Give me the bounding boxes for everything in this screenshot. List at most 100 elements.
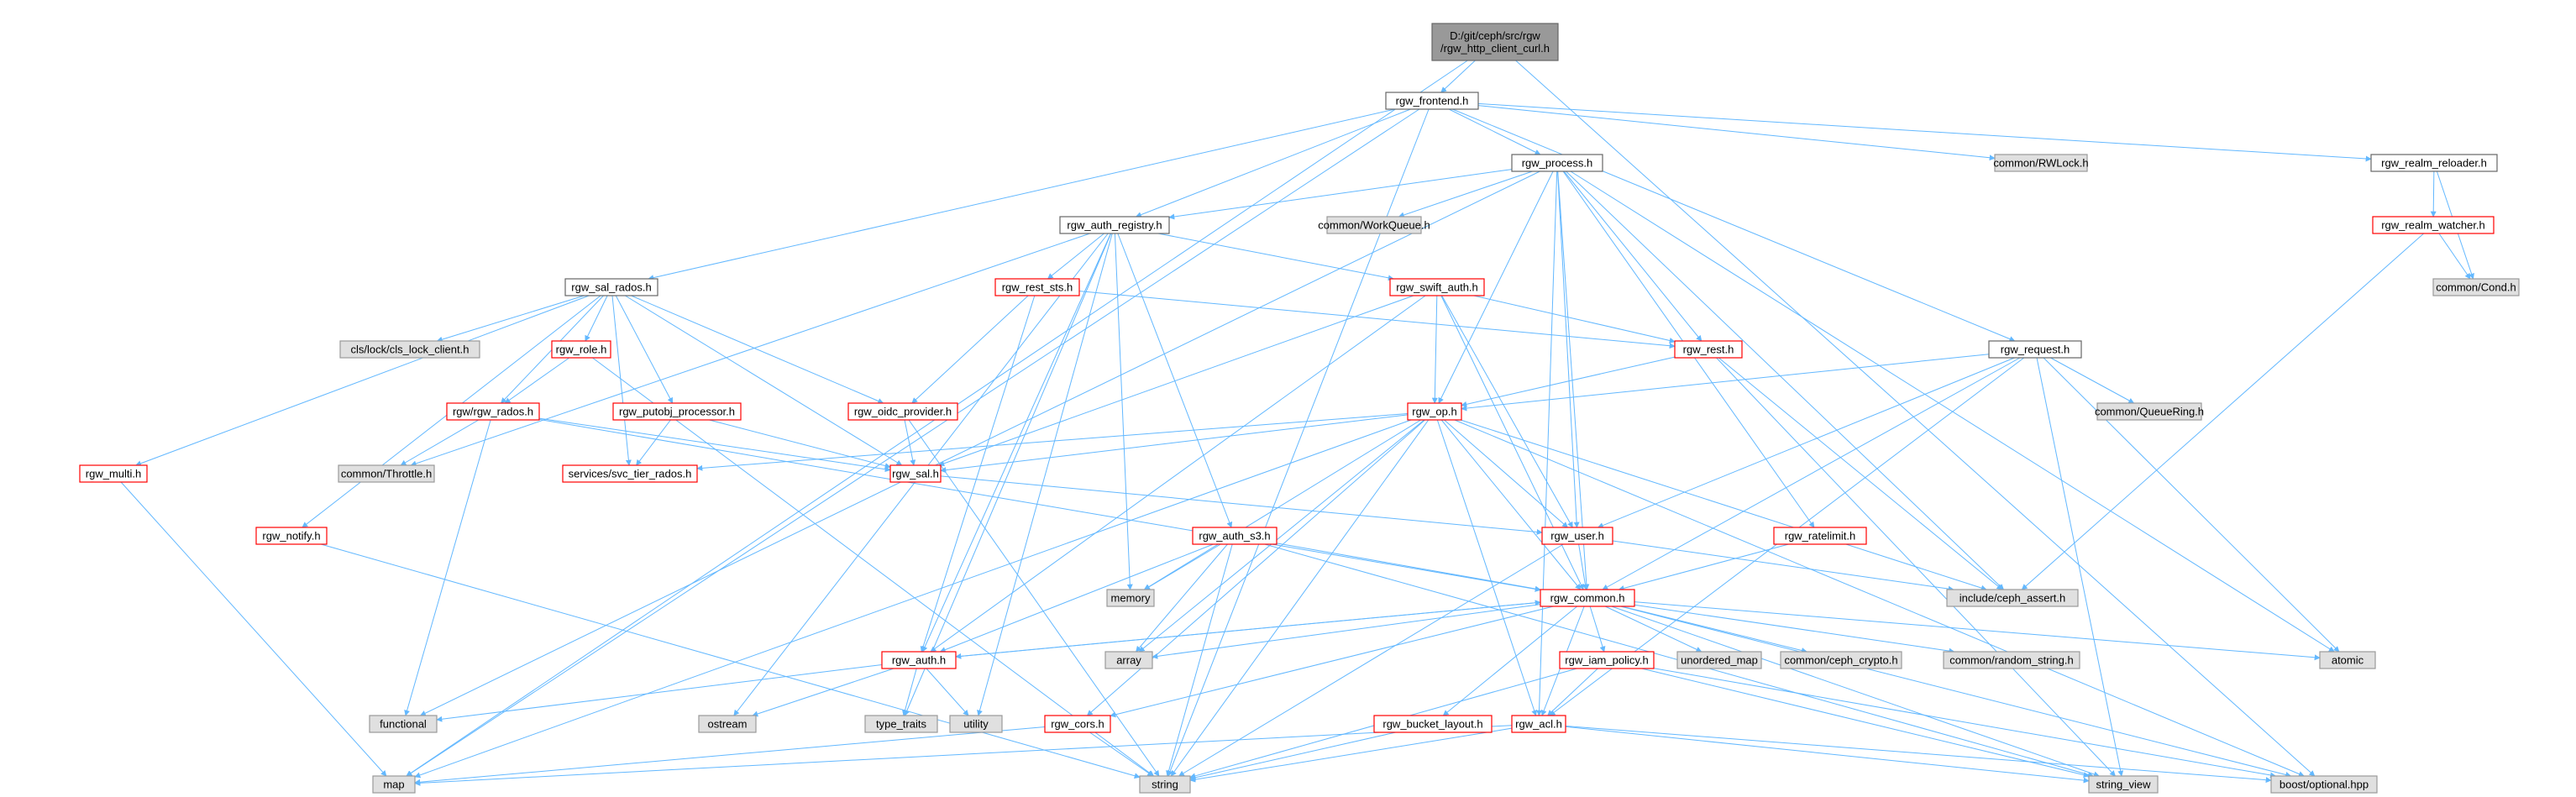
node-box <box>369 715 438 733</box>
node-label: services/svc_tier_rados.h <box>569 468 692 480</box>
node-workqueue[interactable]: common/WorkQueue.h <box>1318 216 1430 234</box>
edge-request-to-op <box>1461 354 1990 412</box>
edge-op-to-array <box>1138 419 1425 653</box>
node-bucket-layout[interactable]: rgw_bucket_layout.h <box>1373 715 1493 733</box>
node-iam-policy[interactable]: rgw_iam_policy.h <box>1559 651 1655 669</box>
node-rados[interactable]: rgw/rgw_rados.h <box>446 402 540 421</box>
node-frontend[interactable]: rgw_frontend.h <box>1385 92 1479 110</box>
node-ceph-crypto[interactable]: common/ceph_crypto.h <box>1780 651 1902 669</box>
edge-rest_sts-to-oidc <box>911 295 1029 404</box>
node-multi[interactable]: rgw_multi.h <box>79 464 148 483</box>
node-label: rgw_frontend.h <box>1396 95 1469 107</box>
node-rest[interactable]: rgw_rest.h <box>1674 340 1743 359</box>
edge-swift_auth-to-user <box>1441 295 1573 528</box>
node-label: rgw_iam_policy.h <box>1565 654 1648 667</box>
node-root[interactable]: D:/git/ceph/src/rgw/rgw_http_client_curl… <box>1431 23 1559 61</box>
node-label: D:/git/ceph/src/rgw <box>1450 29 1540 42</box>
edge-request-to-user <box>1597 357 2015 528</box>
node-optional[interactable]: boost/optional.hpp <box>2270 775 2378 794</box>
node-cors[interactable]: rgw_cors.h <box>1044 715 1111 733</box>
node-rwlock[interactable]: common/RWLock.h <box>1993 154 2089 172</box>
node-ostream[interactable]: ostream <box>698 715 757 733</box>
node-request[interactable]: rgw_request.h <box>1988 340 2082 359</box>
node-box <box>1389 278 1485 296</box>
node-box <box>1511 715 1566 733</box>
edge-frontend-to-map <box>406 108 1420 777</box>
node-op[interactable]: rgw_op.h <box>1407 402 1462 421</box>
node-swift-auth[interactable]: rgw_swift_auth.h <box>1389 278 1485 296</box>
edge-auth_registry-to-type_traits <box>904 233 1112 716</box>
node-cls-lock[interactable]: cls/lock/cls_lock_client.h <box>339 340 480 359</box>
edge-frontend-to-process <box>1448 108 1541 155</box>
node-box <box>2270 775 2378 794</box>
node-label: common/WorkQueue.h <box>1318 219 1430 232</box>
edge-sal_rados-to-role <box>585 295 608 342</box>
edge-op-to-user <box>1444 419 1569 528</box>
node-label: common/QueueRing.h <box>2095 406 2204 418</box>
node-functional[interactable]: functional <box>369 715 438 733</box>
node-label: type_traits <box>876 718 926 731</box>
node-process[interactable]: rgw_process.h <box>1511 154 1603 172</box>
edge-rados-to-functional <box>404 419 491 716</box>
node-acl[interactable]: rgw_acl.h <box>1511 715 1566 733</box>
edge-ratelimit-to-common <box>1618 543 1789 591</box>
node-auth-registry[interactable]: rgw_auth_registry.h <box>1059 216 1170 234</box>
node-label: rgw_oidc_provider.h <box>854 406 952 418</box>
node-map[interactable]: map <box>372 775 416 794</box>
node-box <box>847 402 958 421</box>
edge-swift_auth-to-sal <box>938 295 1414 467</box>
node-role[interactable]: rgw_role.h <box>551 340 611 359</box>
edge-putobj-to-sal <box>709 419 891 469</box>
node-label: rgw_bucket_layout.h <box>1382 718 1482 731</box>
edge-iam_policy-to-acl <box>1547 668 1598 716</box>
node-label: rgw_auth_registry.h <box>1067 219 1162 232</box>
node-sal[interactable]: rgw_sal.h <box>889 464 942 483</box>
node-user[interactable]: rgw_user.h <box>1541 527 1613 545</box>
node-queuering[interactable]: common/QueueRing.h <box>2095 402 2204 421</box>
node-string-view[interactable]: string_view <box>2088 775 2159 794</box>
edge-notify-to-string <box>320 543 1141 779</box>
node-auth-s3[interactable]: rgw_auth_s3.h <box>1192 527 1278 545</box>
node-box <box>2319 651 2376 669</box>
node-notify[interactable]: rgw_notify.h <box>255 527 328 545</box>
node-utility[interactable]: utility <box>949 715 1003 733</box>
node-string[interactable]: string <box>1139 775 1191 794</box>
node-box <box>1676 651 1762 669</box>
node-type-traits[interactable]: type_traits <box>864 715 938 733</box>
node-realm-watcher[interactable]: rgw_realm_watcher.h <box>2372 216 2495 234</box>
node-array[interactable]: array <box>1104 651 1153 669</box>
node-realm-reloader[interactable]: rgw_realm_reloader.h <box>2370 154 2498 172</box>
node-oidc[interactable]: rgw_oidc_provider.h <box>847 402 958 421</box>
node-ratelimit[interactable]: rgw_ratelimit.h <box>1773 527 1867 545</box>
node-label: common/ceph_crypto.h <box>1784 654 1897 667</box>
edge-common-to-bucket_layout <box>1442 606 1578 716</box>
node-cond[interactable]: common/Cond.h <box>2432 278 2520 296</box>
node-sal-rados[interactable]: rgw_sal_rados.h <box>564 278 658 296</box>
edge-op-to-acl <box>1436 419 1537 716</box>
node-box <box>949 715 1003 733</box>
edge-frontend-to-sal_rados <box>648 108 1396 281</box>
node-memory[interactable]: memory <box>1106 589 1155 607</box>
node-ceph-assert[interactable]: include/ceph_assert.h <box>1946 589 2079 607</box>
node-box <box>2088 775 2159 794</box>
node-auth[interactable]: rgw_auth.h <box>881 651 957 669</box>
node-throttle[interactable]: common/Throttle.h <box>338 464 435 483</box>
node-box <box>1541 527 1613 545</box>
node-box <box>1780 651 1902 669</box>
node-svc-tier[interactable]: services/svc_tier_rados.h <box>562 464 698 483</box>
edge-request-to-string_view <box>2036 357 2124 777</box>
node-box <box>2432 278 2520 296</box>
node-putobj[interactable]: rgw_putobj_processor.h <box>612 402 742 421</box>
node-box <box>1373 715 1493 733</box>
node-label: utility <box>963 718 989 731</box>
node-box <box>1988 340 2082 359</box>
node-unordered-map[interactable]: unordered_map <box>1676 651 1762 669</box>
node-atomic[interactable]: atomic <box>2319 651 2376 669</box>
edge-common-to-random_string <box>1634 604 1955 654</box>
node-box <box>994 278 1080 296</box>
node-random-string[interactable]: common/random_string.h <box>1943 651 2080 669</box>
node-box <box>1044 715 1111 733</box>
node-rest-sts[interactable]: rgw_rest_sts.h <box>994 278 1080 296</box>
node-common[interactable]: rgw_common.h <box>1540 589 1635 607</box>
